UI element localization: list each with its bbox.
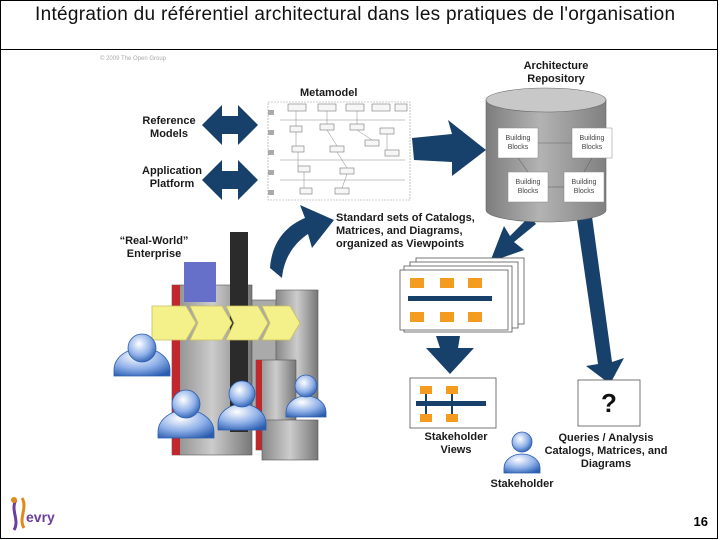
stakeholder-label: Stakeholder	[490, 478, 554, 490]
reference-models-label: Reference Models	[142, 115, 196, 140]
metamodel-diagram	[267, 101, 411, 201]
stakeholder-group	[113, 333, 541, 474]
arrow-to-queries-icon	[575, 202, 624, 384]
building-block-box-2	[571, 127, 613, 159]
standard-sets-label: Standard sets of Catalogs, Matrices, and…	[336, 212, 475, 250]
metamodel-label: Metamodel	[300, 87, 358, 99]
stakeholder-views-sheet	[409, 377, 497, 429]
slide-frame	[0, 50, 718, 539]
real-world-enterprise-label: “Real-World” Enterprise	[119, 235, 189, 260]
stakeholder-icon	[503, 431, 541, 474]
application-platform-label: Application Platform	[142, 165, 202, 190]
building-block-label: Building Blocks	[515, 179, 541, 195]
copyright-note: © 2009 The Open Group	[100, 56, 167, 62]
repository-cylinder	[485, 87, 613, 223]
process-chevrons	[151, 305, 301, 341]
slide-title-text: Intégration du référentiel architectural…	[35, 4, 676, 25]
question-mark-icon: ?	[601, 388, 617, 418]
stakeholder-views-label: Stakeholder Views	[424, 431, 488, 456]
queries-analysis-label: Queries / Analysis Catalogs, Matrices, a…	[544, 432, 668, 470]
slide-title: Intégration du référentiel architectural…	[0, 0, 718, 50]
building-block-label: Building Blocks	[505, 135, 531, 151]
university-logo	[11, 497, 26, 531]
stakeholder-icon	[217, 380, 267, 431]
building-block-box-1	[497, 127, 539, 159]
query-box	[577, 379, 641, 427]
building-block-label: Building Blocks	[571, 179, 597, 195]
architecture-repository-label: Architecture Repository	[523, 60, 589, 85]
stakeholder-icon	[113, 333, 171, 377]
arrow-to-repository-icon	[412, 120, 486, 176]
arrow-to-stakeholder-views-icon	[426, 336, 474, 374]
viewpoint-sheets	[399, 257, 525, 333]
page-number: 16	[693, 514, 708, 529]
building-block-box-4	[563, 171, 605, 203]
stakeholder-icon	[157, 389, 215, 439]
logo-text: evry	[26, 509, 55, 525]
building-block-label: Building Blocks	[579, 135, 605, 151]
double-arrow-icon	[202, 105, 258, 200]
arrow-to-viewpoints-icon	[490, 216, 536, 262]
arrow-from-enterprise-icon	[270, 205, 334, 278]
stakeholder-icon	[285, 374, 327, 418]
